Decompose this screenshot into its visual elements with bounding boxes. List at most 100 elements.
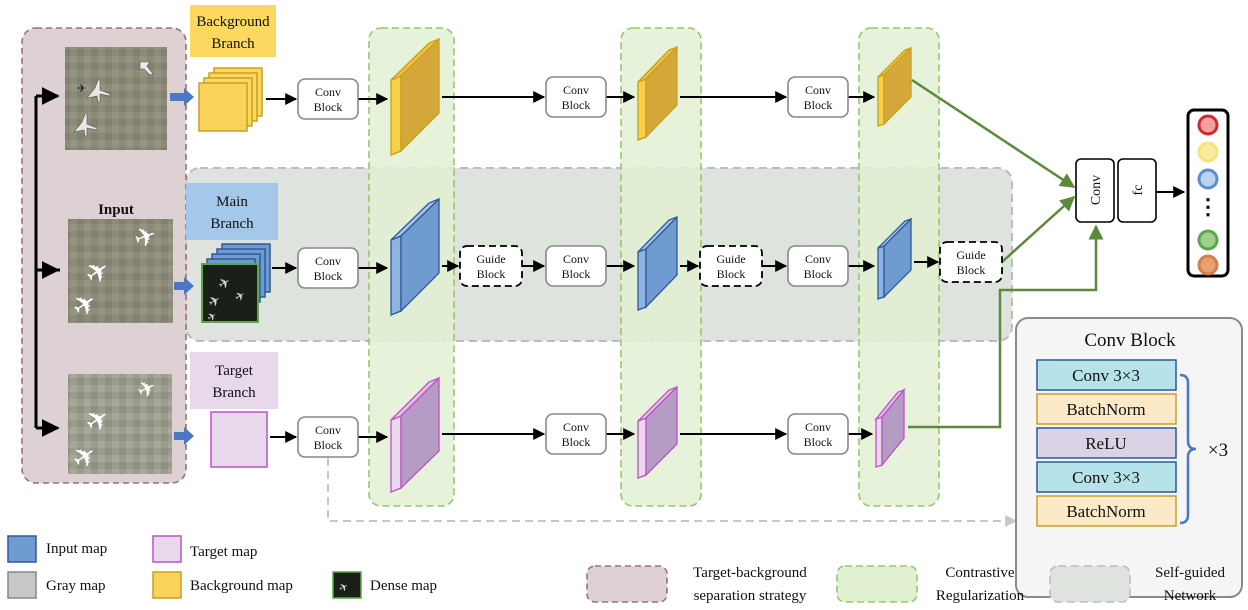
conv-detail-layer-label: BatchNorm [1066,400,1145,419]
target-map-square [210,411,268,468]
conv-block-main-1-line1: Conv [315,254,341,268]
legend-gray-map-swatch [7,571,37,599]
legend-separation-swatch [586,565,668,603]
feature-map-main-3 [877,217,912,300]
legend-target-map-swatch [152,535,182,563]
feature-map-target-2 [637,385,678,479]
conv-block-bg-2-line1: Conv [563,83,589,97]
legend-input-map-swatch [7,535,37,563]
conv-block-target-3-line2: Block [804,435,833,449]
conv-block-main-3-line2: Block [804,267,833,281]
feature-map-bg-1 [390,37,440,156]
repeat-brace [1179,373,1197,525]
output-class-circle [1197,114,1219,136]
feature-map-main-1 [390,197,440,316]
guide-block-1-line1: Guide [476,252,505,266]
output-ellipsis: ⋮ [1197,194,1219,219]
background-map-stack [198,67,263,132]
head-fc: fc [1117,158,1157,223]
legend-input-map: Input map [46,541,107,557]
legend-target-map: Target map [190,544,257,560]
legend: Input map Gray map Target map Background… [7,535,1225,604]
green-arrows [908,78,1104,429]
conv-block-bg-1-line2: Block [314,100,343,114]
svg-text:Branch: Branch [212,385,256,401]
target-branch-label: Target Branch [190,352,278,409]
legend-gray-map: Gray map [46,578,106,594]
conv-block-target-3-line1: Conv [805,420,831,434]
feature-map-bg-3 [877,46,912,127]
dense-map: ✈ ✈ ✈ ✈ [201,263,259,325]
conv-block-target-2-line1: Conv [563,420,589,434]
feature-map-bg-2 [637,45,678,141]
guide-block-2-line2: Block [717,267,746,281]
legend-separation-line2: separation strategy [694,588,807,604]
input-image-middle: ✈ ✈ ✈ [67,219,173,325]
feature-map-target-3 [874,388,906,468]
svg-text:Background: Background [196,14,270,30]
small-blocks: ConvBlockConvBlockConvBlockConvBlockGuid… [297,76,1003,458]
output-class-circle [1197,254,1219,276]
conv-block-bg-3-line1: Conv [805,83,831,97]
conv-detail-layer-label: BatchNorm [1066,502,1145,521]
conv-block-main-2-line1: Conv [563,252,589,266]
legend-separation-line1: Target-background [693,565,807,581]
conv-detail-layer: ReLU [1036,427,1177,459]
input-image-top: ✈ [65,47,167,150]
legend-dense-map: Dense map [370,578,437,594]
conv-block-bg-1-line1: Conv [315,85,341,99]
conv-block-main-2-line2: Block [562,267,591,281]
svg-text:Branch: Branch [211,36,255,52]
input-to-branch-arrows [170,88,194,445]
output-class-circle [1197,141,1219,163]
output-vector: ⋮ [1186,108,1230,278]
output-circles [1197,114,1219,276]
conv-block-main-1-line2: Block [314,269,343,283]
legend-background-map-swatch [152,571,182,599]
output-class-circle [1197,229,1219,251]
input-image-bottom: ✈ ✈ ✈ [67,374,172,477]
legend-self-guided-line2: Network [1164,588,1217,604]
legend-dense-map-swatch: ✈ [332,571,362,599]
legend-contrastive-swatch [836,565,918,603]
conv-detail-layer: BatchNorm [1036,495,1177,527]
guide-block-1-line2: Block [477,267,506,281]
input-bracket [34,87,60,437]
conv-detail-layer: Conv 3×3 [1036,359,1177,391]
feature-maps [390,37,912,493]
svg-text:Target: Target [215,363,254,379]
conv-detail-layer: BatchNorm [1036,393,1177,425]
conv-detail-layer-label: ReLU [1085,434,1127,453]
conv-block-target-1-line1: Conv [315,423,341,437]
svg-text:✈: ✈ [77,83,86,95]
main-branch-label: Main Branch [186,183,278,240]
conv-block-detail-link [327,458,1018,527]
legend-background-map: Background map [190,578,293,594]
conv-detail-layer-label: Conv 3×3 [1072,366,1140,385]
legend-self-guided-swatch [1049,565,1131,603]
legend-self-guided-line1: Self-guided [1155,565,1225,581]
background-branch-label: Background Branch [190,5,276,57]
feature-map-main-2 [637,215,678,311]
repeat-label: ×3 [1208,440,1228,461]
guide-block-3-line2: Block [957,263,986,277]
svg-text:Main: Main [216,194,248,210]
output-class-circle [1197,168,1219,190]
svg-text:Branch: Branch [210,216,254,232]
legend-contrastive-line2: Regularization [936,588,1025,604]
conv-detail-layer: Conv 3×3 [1036,461,1177,493]
